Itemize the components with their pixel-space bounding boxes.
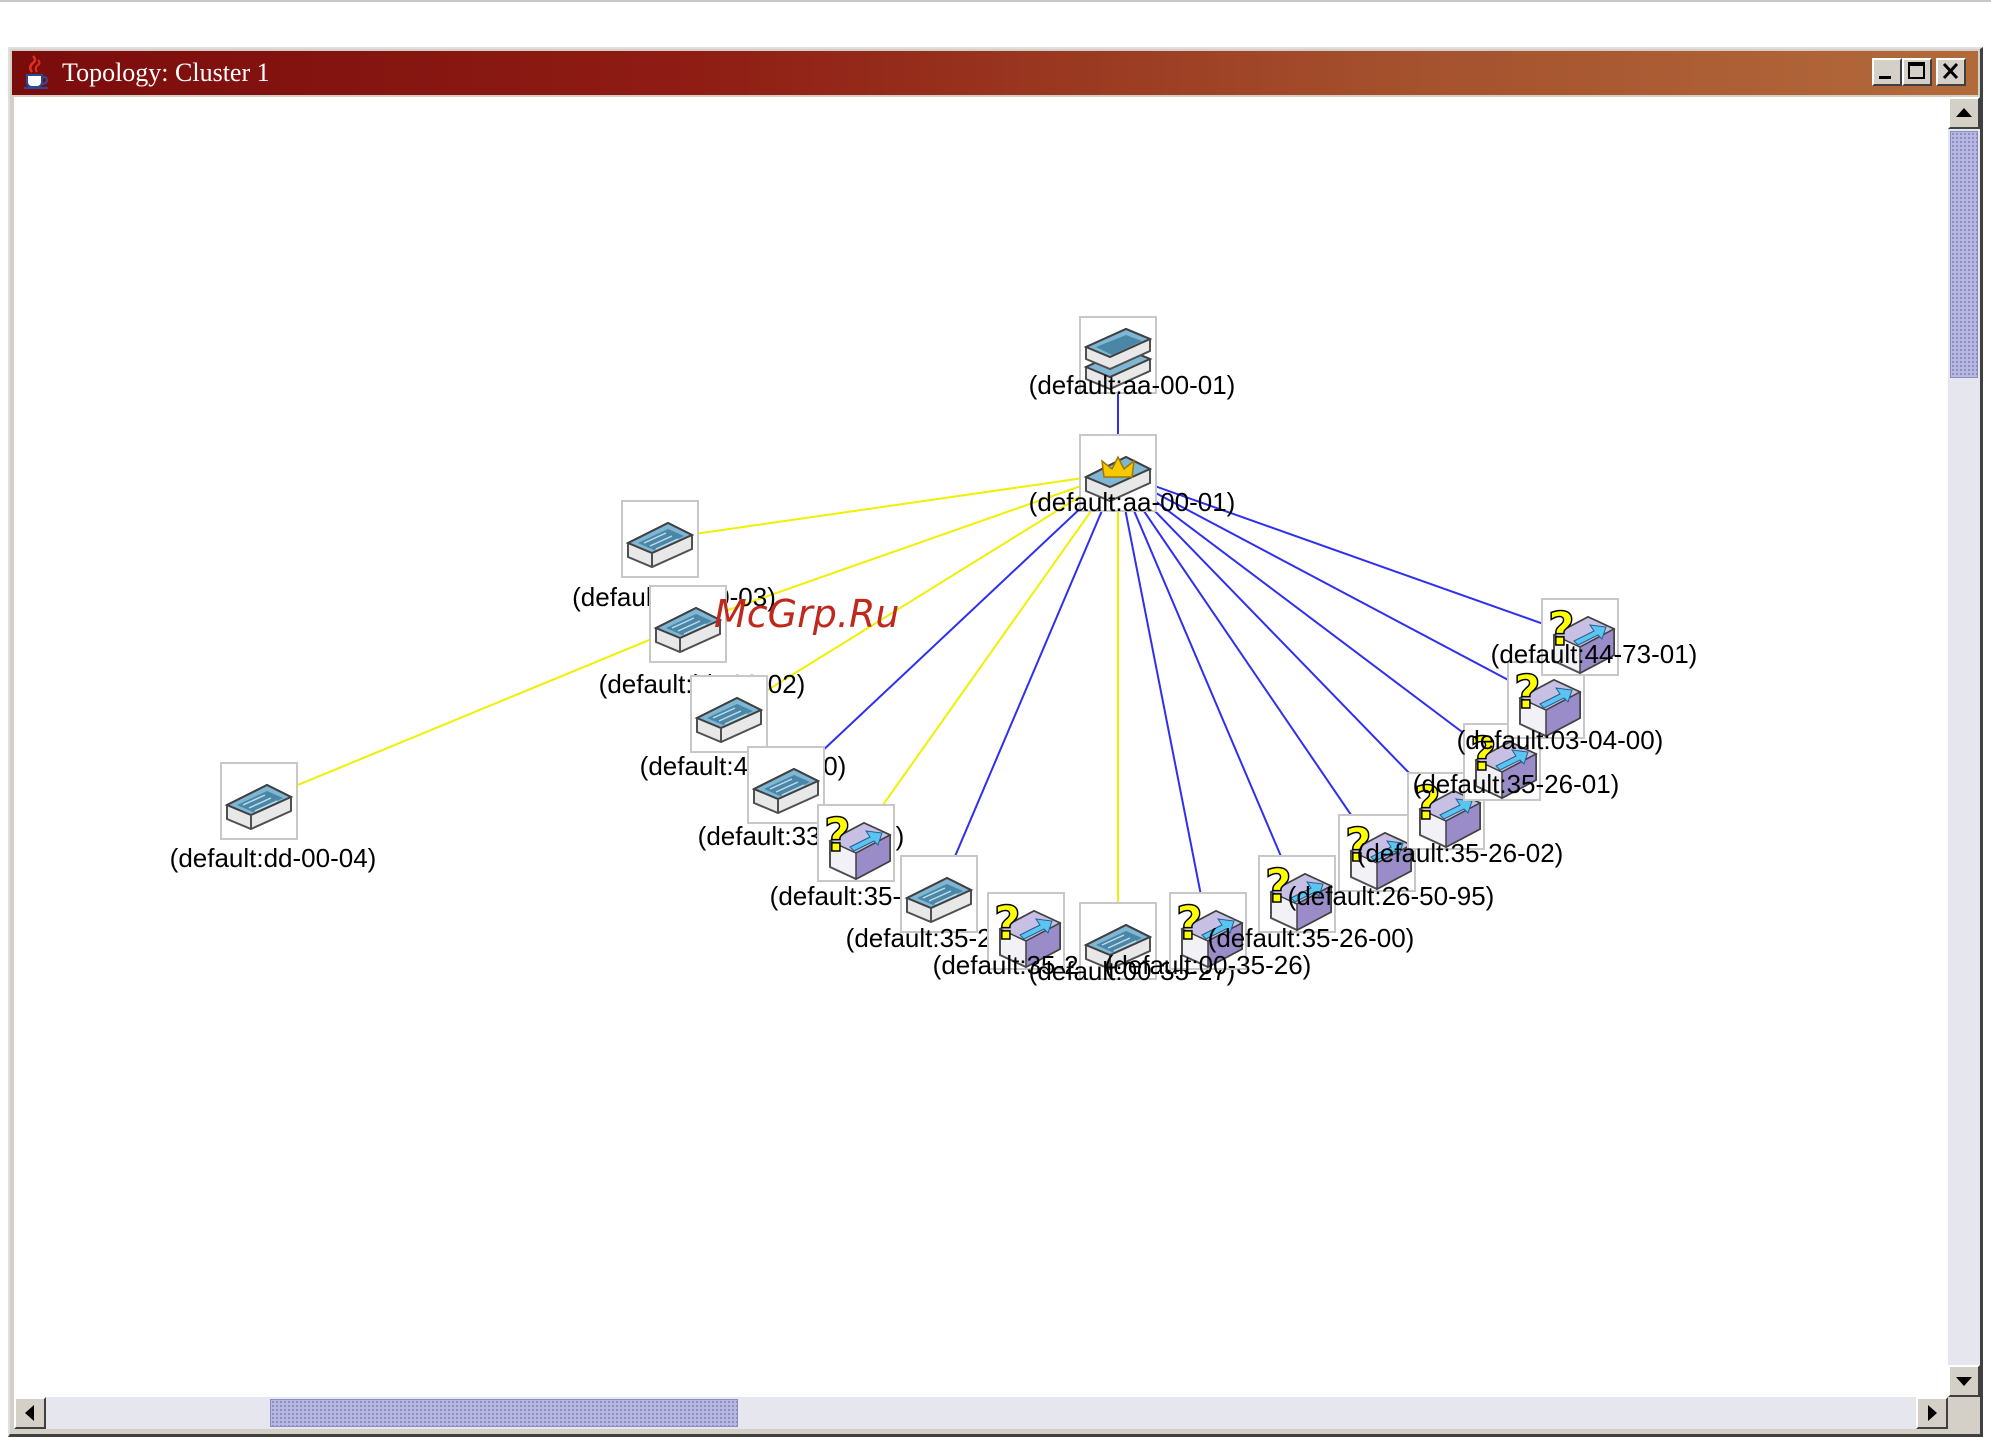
close-button[interactable]: [1936, 58, 1966, 86]
device-node-cmd[interactable]: (default:aa-00-01): [1029, 434, 1236, 517]
link-cmd-cc: [659, 472, 1119, 540]
scrollbar-corner: [1948, 1397, 1980, 1429]
maximize-button[interactable]: [1902, 58, 1932, 86]
device-label: (default:26-50-95): [1288, 881, 1495, 911]
horizontal-scrollbar[interactable]: [14, 1397, 1948, 1429]
device-label: (default:35-26-01): [1413, 769, 1620, 799]
device-node-n0400[interactable]: (default:03-04-00): [1457, 661, 1664, 755]
topology-window[interactable]: Topology: Cluster 1: [8, 47, 1983, 1437]
horizontal-scroll-thumb[interactable]: [270, 1399, 738, 1427]
link-cmd-n2602: [1117, 472, 1447, 812]
arrow-left-icon: [25, 1405, 34, 1421]
device-node-n5095[interactable]: (default:26-50-95): [1288, 814, 1495, 911]
link-cmd-n4410: [728, 472, 1119, 715]
link-cmd-n5095: [1117, 472, 1378, 854]
device-node-top[interactable]: (default:aa-00-01): [1029, 316, 1236, 400]
link-cmd-n0400: [1117, 472, 1547, 701]
title-bar[interactable]: Topology: Cluster 1: [12, 51, 1978, 95]
device-label: (default:35-26-00): [1208, 923, 1415, 953]
link-cmd-n26a0: [855, 472, 1119, 844]
minimize-icon: [1879, 76, 1891, 79]
switch-icon[interactable]: [621, 500, 699, 578]
device-node-n2602[interactable]: (default:35-26-02): [1357, 772, 1564, 868]
arrow-down-icon: [1956, 1377, 1972, 1386]
device-label: (default:03-04-00): [1457, 725, 1664, 755]
device-node-dd[interactable]: (default:dd-00-04): [170, 762, 377, 873]
device-label: (default:44-73-01): [1491, 639, 1698, 669]
vertical-scroll-thumb[interactable]: [1950, 131, 1978, 378]
link-cmd-n2600: [1117, 472, 1298, 895]
link-cmd-n2604: [938, 472, 1119, 895]
device-label: (default:00-35-26): [1105, 950, 1312, 980]
arrow-up-icon: [1956, 108, 1972, 117]
topology-canvas[interactable]: ? (default:aa-00-01)(default:aa-00-01)(d…: [14, 97, 1948, 1397]
link-cmd-bb: [687, 472, 1119, 625]
window-title: Topology: Cluster 1: [62, 58, 270, 87]
device-node-n7301[interactable]: (default:44-73-01): [1491, 598, 1698, 676]
scroll-left-button[interactable]: [14, 1397, 46, 1429]
device-label: (default:aa-00-01): [1029, 487, 1236, 517]
device-node-n0035[interactable]: (default:00-35-26): [1105, 892, 1312, 980]
maximize-icon: [1908, 62, 1925, 79]
switch-icon[interactable]: [900, 855, 978, 933]
link-cmd-n2601: [1117, 472, 1503, 763]
minimize-button[interactable]: [1872, 58, 1902, 86]
watermark: McGrp.Ru: [714, 592, 899, 636]
java-cup-icon[interactable]: [18, 55, 54, 91]
unknown-device-icon[interactable]: [817, 804, 895, 882]
scroll-down-button[interactable]: [1948, 1365, 1980, 1397]
topology-graph[interactable]: ? (default:aa-00-01)(default:aa-00-01)(d…: [14, 97, 1948, 1397]
scroll-right-button[interactable]: [1916, 1397, 1948, 1429]
link-cmd-n7301: [1117, 472, 1581, 638]
device-label: (default:dd-00-04): [170, 843, 377, 873]
switch-icon[interactable]: [747, 746, 825, 824]
device-label: (default:35-26-02): [1357, 838, 1564, 868]
scroll-up-button[interactable]: [1948, 97, 1980, 129]
device-node-n2600[interactable]: (default:35-26-00): [1208, 855, 1415, 953]
switch-icon[interactable]: [690, 675, 768, 753]
switch-icon[interactable]: [220, 762, 298, 840]
close-icon: [1942, 62, 1959, 80]
device-label: (default:aa-00-01): [1029, 370, 1236, 400]
nodes-layer: (default:aa-00-01) (default:aa-00-01) (def…: [170, 316, 1698, 986]
vertical-scrollbar[interactable]: [1948, 97, 1980, 1397]
link-cmd-n3300: [785, 472, 1119, 786]
arrow-right-icon: [1928, 1405, 1937, 1421]
links-layer: [258, 355, 1581, 941]
screen-top-edge: [0, 0, 1991, 2]
link-cmd-n0035: [1117, 472, 1209, 932]
link-bb-dd: [258, 623, 689, 802]
device-node-n2601[interactable]: (default:35-26-01): [1413, 723, 1620, 801]
